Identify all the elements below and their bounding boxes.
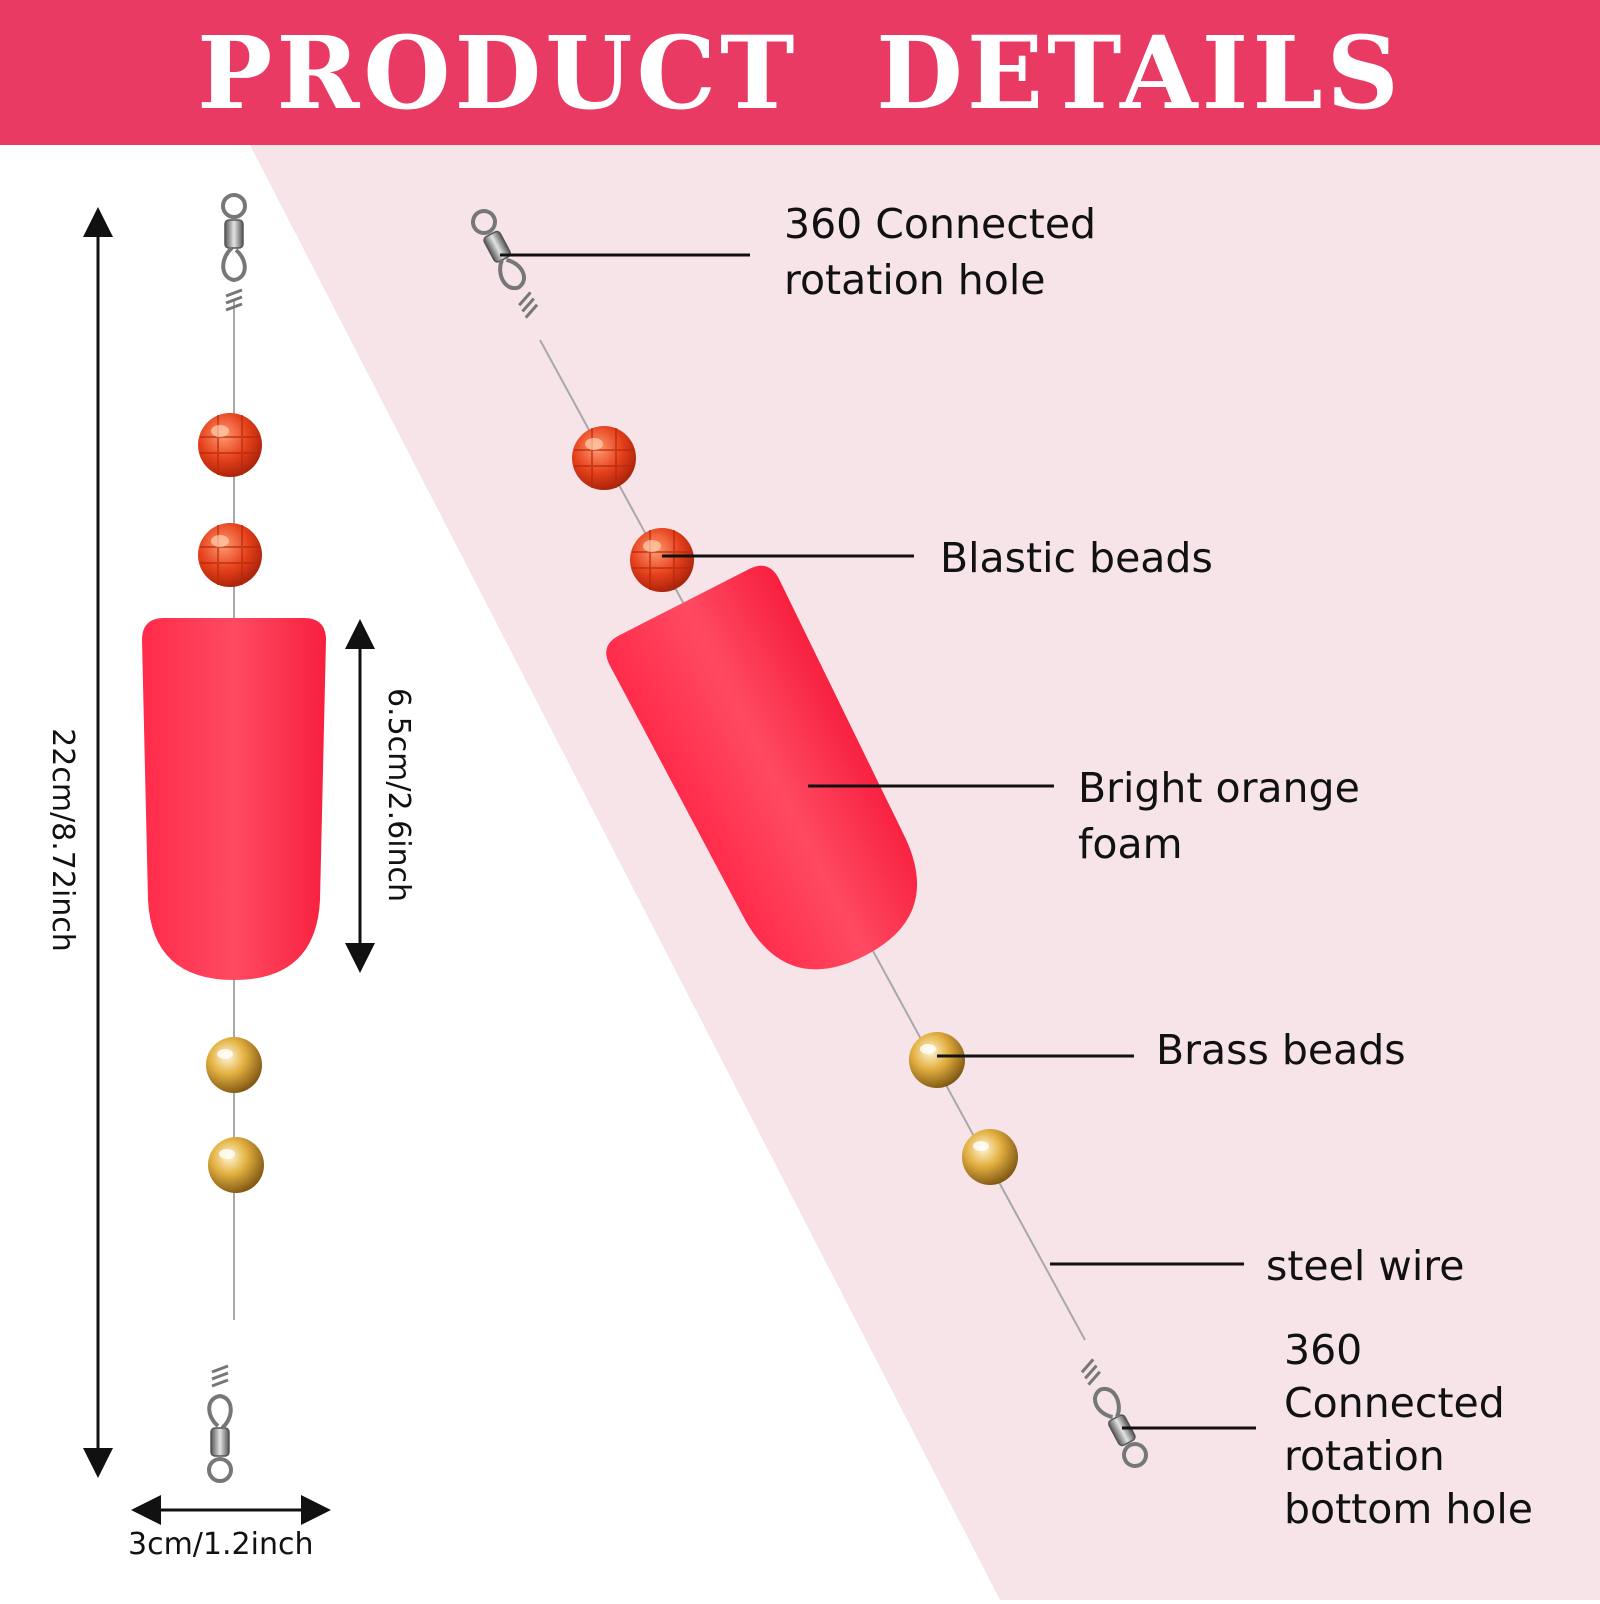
plastic-bead-right-1 [571, 425, 637, 491]
callout-brass-beads: Brass beads [1156, 1026, 1406, 1074]
bottom-swivel-left [207, 1364, 233, 1483]
brass-bead-left-1 [206, 1037, 262, 1093]
plastic-bead-right-2 [629, 527, 695, 593]
float-angled-view [469, 207, 1150, 1470]
foam-length-label: 6.5cm/2.6inch [381, 687, 416, 903]
float-front-view [142, 193, 326, 1483]
total-length-label: 22cm/8.72inch [45, 728, 80, 952]
top-swivel-left [221, 193, 247, 312]
header-banner: PRODUCT DETAILS [0, 0, 1600, 145]
callout-top-swivel: 360 Connected rotation hole [784, 200, 1097, 304]
diagonal-background-panel [250, 145, 1600, 1600]
width-label: 3cm/1.2inch [128, 1527, 314, 1562]
foam-body-right [606, 565, 918, 970]
plastic-bead-left-1 [197, 412, 263, 478]
callout-plastic-beads: Blastic beads [940, 534, 1213, 582]
callout-foam: Bright orange foam [1078, 764, 1360, 868]
brass-bead-right-2 [962, 1129, 1018, 1185]
plastic-bead-left-2 [197, 522, 263, 588]
callout-bottom-swivel: 360 Connected rotation bottom hole [1284, 1326, 1534, 1533]
brass-bead-right-1 [909, 1032, 965, 1088]
callout-steel-wire: steel wire [1266, 1242, 1465, 1290]
foam-body-left [142, 618, 326, 980]
brass-bead-left-2 [208, 1137, 264, 1193]
page-title: PRODUCT DETAILS [197, 13, 1403, 132]
